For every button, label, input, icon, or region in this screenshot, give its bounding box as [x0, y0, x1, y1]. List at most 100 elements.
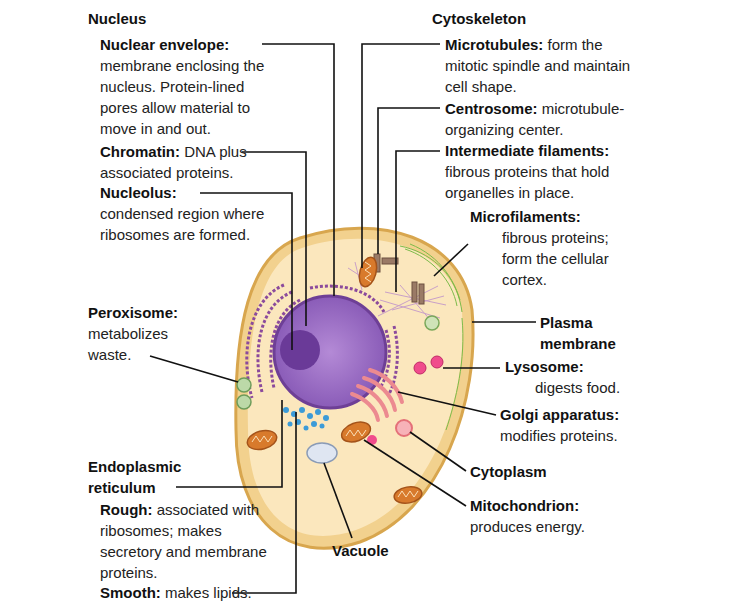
- part-name: Rough:: [100, 501, 152, 518]
- label-block: Nucleus: [88, 8, 288, 29]
- crista: [252, 436, 272, 442]
- label-block: Microtubules: form the mitotic spindle a…: [445, 34, 635, 97]
- part-description: produces energy.: [470, 518, 585, 535]
- cytoplasm: [248, 239, 463, 536]
- leader-line: [324, 463, 352, 538]
- part-name: Nucleolus:: [100, 182, 265, 203]
- label-block: fibrous proteins; form the cellular cort…: [502, 227, 632, 290]
- label-block: Microfilaments:: [470, 206, 620, 227]
- leader-line: [364, 440, 466, 506]
- leader-line: [362, 44, 440, 268]
- microfilament: [446, 318, 463, 430]
- er-vesicle: [304, 426, 309, 431]
- mitochondrion: [393, 485, 423, 506]
- label-block: Endoplasmic reticulum: [88, 456, 208, 498]
- label-block: Centrosome: microtubule-organizing cente…: [445, 98, 660, 140]
- mitochondrion: [356, 255, 379, 288]
- leader-line: [410, 432, 466, 471]
- label-block: Cytoplasm: [470, 461, 620, 482]
- lysosome: [431, 356, 443, 368]
- centrosome: [374, 254, 424, 304]
- er-vesicle: [323, 415, 329, 421]
- crista: [346, 430, 366, 436]
- smooth-er: [283, 407, 329, 431]
- part-name: Microtubules:: [445, 36, 543, 53]
- golgi-apparatus: [352, 370, 402, 420]
- microfilament: [410, 244, 462, 312]
- leader-line: [398, 392, 496, 415]
- vesicle: [396, 420, 412, 436]
- part-name: Lysosome:: [505, 358, 584, 375]
- leader-line: [434, 244, 468, 276]
- peroxisome: [237, 395, 251, 409]
- label-block: Lysosome:: [505, 356, 655, 377]
- part-name: Plasma membrane: [540, 314, 616, 352]
- er-vesicle: [288, 422, 293, 427]
- label-block: Smooth: makes lipids.: [100, 582, 290, 603]
- lysosome: [414, 362, 426, 374]
- label-block: Vacuole: [332, 540, 412, 561]
- er-vesicle: [307, 413, 313, 419]
- part-description: modifies proteins.: [500, 427, 618, 444]
- part-name: Microfilaments:: [470, 208, 581, 225]
- part-description: fibrous proteins that hold organelles in…: [445, 163, 609, 201]
- part-description: digests food.: [535, 379, 620, 396]
- microfilament: [400, 246, 460, 300]
- leader-line: [472, 321, 536, 323]
- leader-line: [396, 151, 440, 292]
- microtubule: [378, 286, 438, 316]
- leader-line: [176, 400, 282, 487]
- plasma-membrane: [236, 228, 473, 548]
- part-name: Cytoskeleton: [432, 10, 526, 27]
- part-description: makes lipids.: [165, 584, 252, 601]
- label-block: Mitochondrion: produces energy.: [470, 495, 620, 537]
- part-name: Cytoplasm: [470, 463, 547, 480]
- part-description: metabolizes waste.: [88, 325, 168, 363]
- part-name: Centrosome:: [445, 100, 538, 117]
- crista: [398, 491, 418, 497]
- label-block: Intermediate filaments: fibrous proteins…: [445, 140, 650, 203]
- peroxisome: [237, 378, 251, 392]
- part-name: Nuclear envelope:: [100, 34, 285, 55]
- label-block: Nuclear envelope:membrane enclosing the …: [100, 34, 285, 139]
- er-vesicle: [320, 424, 325, 429]
- centriole: [419, 284, 424, 304]
- leader-line: [378, 108, 440, 254]
- part-name: Smooth:: [100, 584, 161, 601]
- centriole: [412, 282, 417, 302]
- mitochondria-cristae: [252, 262, 418, 497]
- part-description: condensed region where ribosomes are for…: [100, 205, 264, 243]
- er-vesicle: [311, 421, 317, 427]
- vesicle: [425, 316, 439, 330]
- part-name: Nucleus: [88, 10, 146, 27]
- golgi-cisterna: [352, 394, 378, 420]
- label-block: Rough: associated with ribosomes; makes …: [100, 499, 275, 583]
- part-name: Chromatin:: [100, 143, 180, 160]
- label-block: digests food.: [535, 377, 685, 398]
- label-block: Peroxisome:metabolizes waste.: [88, 302, 198, 365]
- nucleolus: [280, 330, 320, 370]
- er-vesicle: [283, 407, 289, 413]
- label-block: Chromatin: DNA plus associated proteins.: [100, 141, 290, 183]
- leader-line: [242, 152, 306, 326]
- part-name: Vacuole: [332, 542, 389, 559]
- label-block: Nucleolus:condensed region where ribosom…: [100, 182, 265, 245]
- microfilament: [405, 249, 457, 306]
- label-block: Golgi apparatus: modifies proteins.: [500, 404, 655, 446]
- mitochondrion: [245, 427, 279, 452]
- mitochondrion: [339, 418, 373, 445]
- microfilaments: [400, 244, 463, 430]
- vacuole: [307, 443, 337, 463]
- leader-line: [150, 356, 238, 382]
- part-name: Golgi apparatus:: [500, 406, 619, 423]
- leader-line: [262, 44, 334, 296]
- label-block: Cytoskeleton: [432, 8, 632, 29]
- part-name: Endoplasmic reticulum: [88, 458, 181, 496]
- part-name: Mitochondrion:: [470, 497, 579, 514]
- part-description: fibrous proteins; form the cellular cort…: [502, 229, 609, 288]
- part-name: Intermediate filaments:: [445, 142, 609, 159]
- label-block: Plasma membrane: [540, 312, 650, 354]
- part-name: Peroxisome:: [88, 302, 198, 323]
- microtubule: [392, 296, 444, 310]
